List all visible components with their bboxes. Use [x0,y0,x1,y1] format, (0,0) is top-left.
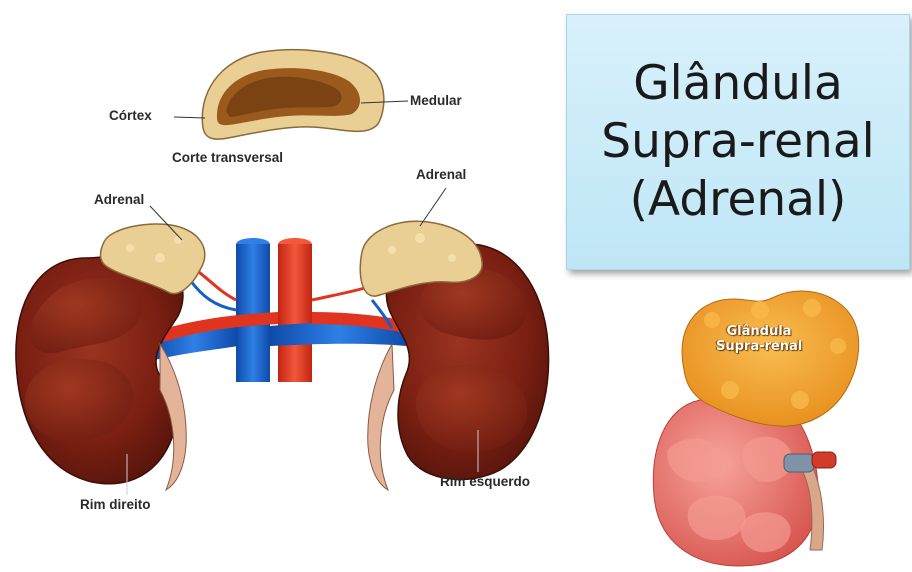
label-medular: Medular [410,93,462,108]
title-line-1: Glândula [633,55,843,113]
inset-label: Glândula Supra-renal [716,324,802,354]
title-box: Glândula Supra-renal (Adrenal) [566,14,910,270]
label-left-kidney: Rim esquerdo [440,474,530,489]
inset-label-line-1: Glândula [716,324,802,339]
label-adrenal-left-side: Adrenal [416,167,466,182]
label-cortex: Córtex [109,108,152,123]
title-line-3: (Adrenal) [630,171,847,229]
label-right-kidney: Rim direito [80,497,151,512]
cross-section-illustration [174,50,408,139]
label-adrenal-right-side: Adrenal [94,192,144,207]
title-line-2: Supra-renal [601,113,874,171]
label-cross-section: Corte transversal [172,150,283,165]
inset-label-line-2: Supra-renal [716,339,802,354]
